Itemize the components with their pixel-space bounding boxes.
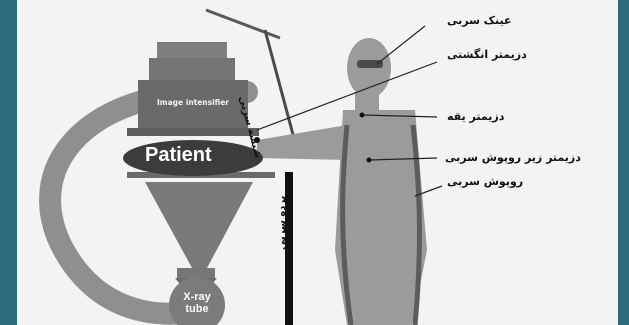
lead-apron-outline-back [410, 124, 422, 325]
operator-torso [335, 110, 427, 325]
pointer-collar [361, 114, 438, 118]
lead-glasses-label: عینک سربی [447, 14, 512, 27]
lead-apron-outline [340, 124, 354, 325]
right-frame-bar [618, 0, 629, 325]
xray-tube-label: X-ray tube [183, 291, 211, 315]
intensifier-body [138, 80, 248, 130]
operator-arm [257, 125, 349, 160]
lead-glasses-frame [357, 60, 383, 68]
collimator [177, 268, 215, 278]
collar-dosimeter-label: دزیمتر یقه [447, 110, 505, 123]
lead-curtain-label: پرده سربی [277, 195, 288, 250]
pointer-under-apron [368, 157, 438, 161]
diagram-panel: Image intensifier Patient X-ray tube عین… [17, 0, 618, 325]
patient-ellipse [123, 140, 263, 176]
intensifier-base [127, 128, 259, 136]
intensifier-mid [149, 58, 235, 80]
c-arm [39, 80, 258, 325]
dosimeter-collar-dot [359, 112, 365, 118]
patient-label: Patient [145, 144, 212, 166]
lead-apron-label: روپوش سربی [447, 175, 524, 188]
lead-glass-pane-lower [263, 29, 297, 143]
dosimeter-finger-dot [254, 137, 260, 143]
pointer-glasses [376, 25, 426, 65]
xray-tube-body [169, 277, 225, 325]
radiation-protection-diagram [39, 8, 443, 325]
lead-glass-pane [205, 8, 281, 40]
lead-curtain-bar [285, 172, 293, 325]
xray-beam [145, 182, 253, 268]
dosimeter-under-dot [366, 157, 372, 163]
pointer-finger [256, 61, 438, 131]
intensifier-top [157, 42, 227, 60]
image-intensifier-label: Image intensifier [156, 98, 230, 107]
operator-neck [355, 92, 379, 114]
left-frame-bar [0, 0, 17, 325]
under-apron-dosimeter-label: دزیمتر زیر روپوش سربی [445, 151, 581, 164]
pointer-apron [414, 185, 443, 197]
finger-dosimeter-label: دزیمتر انگشتی [447, 48, 527, 61]
